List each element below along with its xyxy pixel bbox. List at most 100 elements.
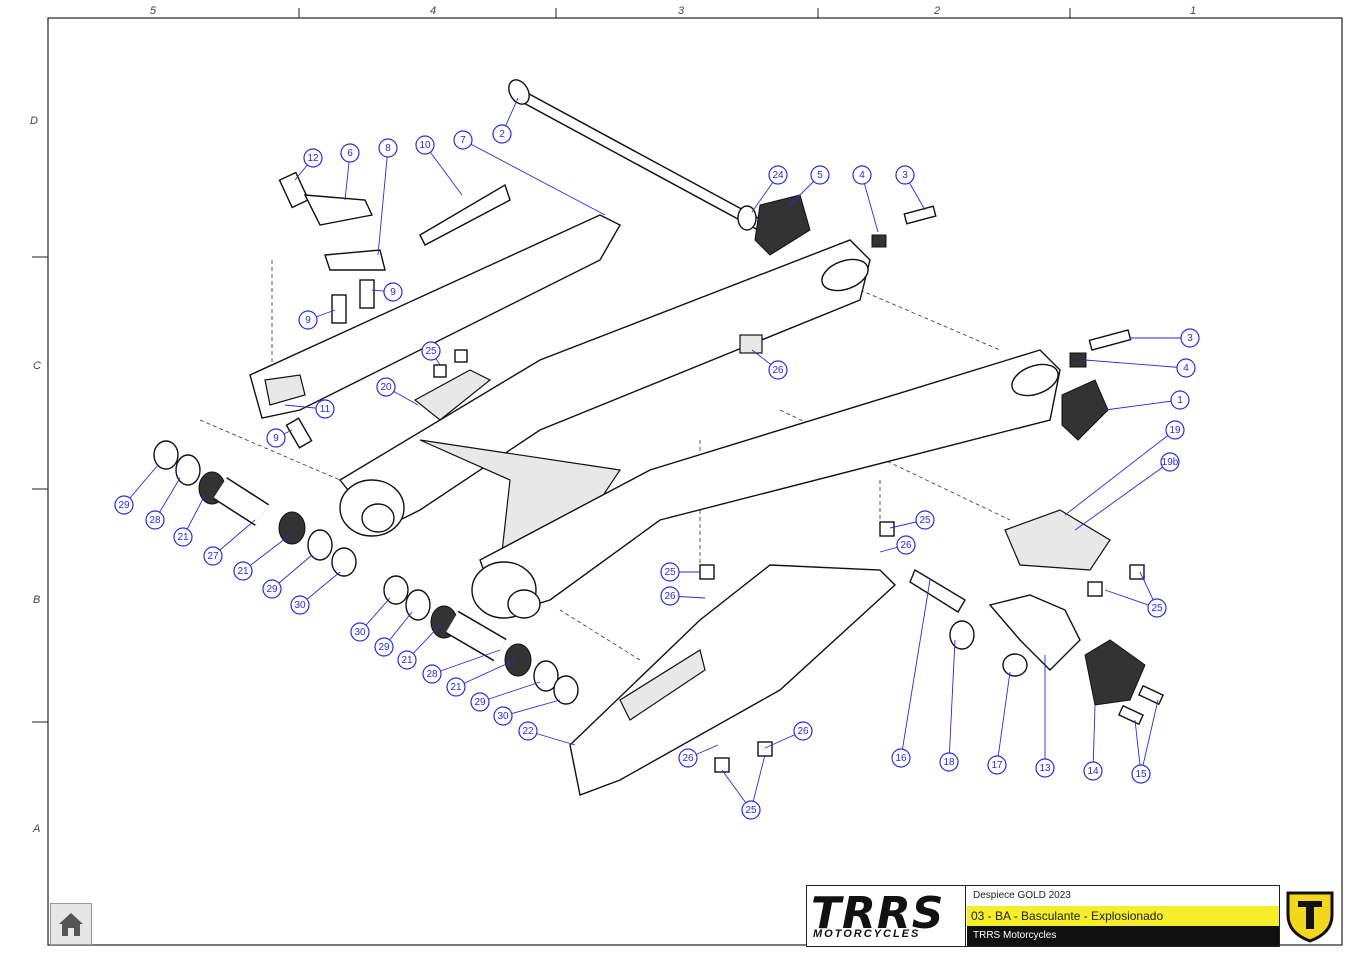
callout-26: 26	[768, 360, 788, 380]
callout-7: 7	[453, 130, 473, 150]
callout-label: 29	[474, 697, 486, 708]
drawing-set-name: Despiece GOLD 2023	[973, 890, 1071, 901]
callout-28: 28	[145, 510, 165, 530]
callout-label: 30	[354, 627, 366, 638]
caliper-bracket	[1084, 639, 1146, 706]
company-name: TRRS Motorcycles	[967, 926, 1279, 946]
column-label: 1	[1190, 5, 1197, 17]
callout-25: 25	[915, 510, 935, 530]
bearing-stack-right	[383, 575, 579, 705]
callout-label: 25	[664, 567, 676, 578]
callout-9: 9	[266, 428, 286, 448]
callout-12: 12	[303, 148, 323, 168]
callout-29: 29	[262, 579, 282, 599]
screw-25b	[879, 521, 895, 537]
column-label: 3	[678, 5, 685, 17]
row-label: C	[33, 360, 41, 372]
title-block: TRRS MOTORCYCLES Despiece GOLD 2023 03 -…	[806, 885, 1280, 947]
spring-10	[419, 183, 511, 246]
row-label: D	[30, 115, 38, 127]
nut-4	[1069, 352, 1087, 368]
callout-25: 25	[1147, 598, 1167, 618]
callout-19b: 19b	[1160, 452, 1180, 472]
callout-label: 15	[1135, 769, 1147, 780]
chain-guide	[569, 564, 897, 796]
callout-label: 30	[294, 600, 306, 611]
callout-label: 17	[991, 760, 1003, 771]
callout-21: 21	[397, 650, 417, 670]
callout-16: 16	[891, 748, 911, 768]
callout-label: 21	[177, 532, 189, 543]
callout-label: 10	[419, 140, 431, 151]
callout-label: 20	[380, 382, 392, 393]
bracket-6	[303, 194, 374, 226]
screw-25a	[699, 564, 715, 580]
callout-30: 30	[493, 706, 513, 726]
callout-17: 17	[987, 755, 1007, 775]
callout-label: 11	[320, 404, 331, 415]
callout-20: 20	[376, 377, 396, 397]
callout-3: 3	[895, 165, 915, 185]
callout-label: 8	[385, 143, 391, 154]
logo-sub-text: MOTORCYCLES	[813, 928, 921, 940]
callout-label: 1	[1177, 395, 1183, 406]
washer-24	[737, 205, 757, 231]
callout-26: 26	[660, 586, 680, 606]
callout-label: 26	[900, 540, 912, 551]
drawing-frame	[47, 17, 1343, 946]
nut-4-top	[871, 234, 887, 248]
bolt-3-top	[903, 205, 937, 225]
bolt-3-right	[1088, 329, 1132, 351]
callout-6: 6	[340, 143, 360, 163]
bolt-15a	[1137, 684, 1165, 706]
screw-25c	[714, 757, 730, 773]
callout-label: 26	[664, 591, 676, 602]
callout-25: 25	[741, 800, 761, 820]
callout-13: 13	[1035, 758, 1055, 778]
callout-label: 25	[919, 515, 931, 526]
column-label: 4	[430, 5, 437, 17]
swingarm-axle	[508, 79, 763, 231]
drawing-title: 03 - BA - Basculante - Explosionado	[967, 906, 1279, 926]
callout-label: 26	[682, 753, 694, 764]
callout-label: 9	[273, 433, 279, 444]
column-label: 2	[934, 5, 941, 17]
callout-11: 11	[315, 399, 335, 419]
callout-label: 13	[1039, 763, 1051, 774]
bracket-20	[413, 369, 492, 421]
trrs-shield-icon	[1286, 891, 1334, 943]
callout-21: 21	[446, 677, 466, 697]
screw-25d	[757, 741, 773, 757]
callout-label: 22	[522, 726, 534, 737]
callout-1: 1	[1170, 390, 1190, 410]
block-27	[739, 334, 763, 354]
callout-label: 26	[772, 365, 784, 376]
callout-19: 19	[1165, 420, 1185, 440]
callout-label: 9	[305, 315, 311, 326]
row-label: A	[33, 823, 41, 835]
callout-5: 5	[810, 165, 830, 185]
callout-label: 4	[859, 170, 865, 181]
callout-label: 2	[499, 129, 505, 140]
callout-25: 25	[660, 562, 680, 582]
callout-9: 9	[383, 282, 403, 302]
screw-25h	[433, 364, 447, 378]
callout-label: 27	[207, 551, 219, 562]
spacer-16	[909, 568, 966, 613]
bracket-8	[324, 249, 386, 271]
callout-label: 12	[307, 153, 319, 164]
callout-4: 4	[852, 165, 872, 185]
callout-label: 16	[895, 753, 907, 764]
callout-28: 28	[422, 664, 442, 684]
callout-label: 29	[266, 584, 278, 595]
chain-tensioner	[1004, 509, 1111, 571]
callout-21: 21	[233, 561, 253, 581]
ring-18	[949, 620, 975, 650]
callout-label: 7	[460, 135, 466, 146]
callout-22: 22	[518, 721, 538, 741]
callout-label: 14	[1087, 766, 1099, 777]
home-button[interactable]	[50, 903, 92, 945]
callout-4: 4	[1176, 358, 1196, 378]
